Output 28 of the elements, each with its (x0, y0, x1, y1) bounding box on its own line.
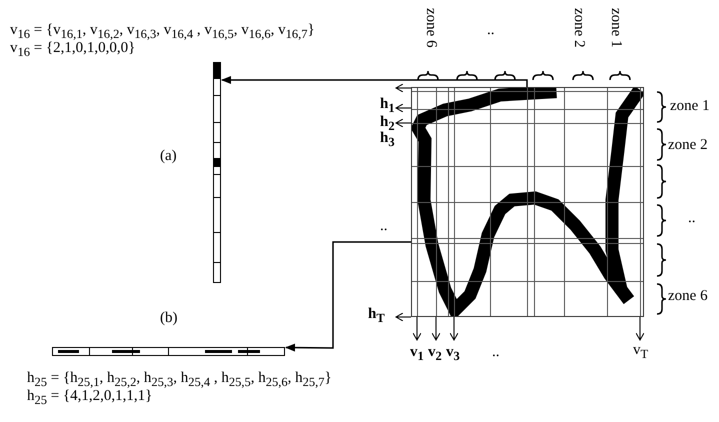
zone-label: zone 6 (668, 288, 708, 304)
feature-vector-formula: v$_{16}$ = {v$_{16,1}$, v$_{16,2}$, v$_{16,3}$, v$_{16,4}$ , v$_{16,5}$, v$_{16,6}$, v$_{16,7}$} (10, 22, 315, 42)
zone-label: zone 2 (668, 137, 708, 153)
panel-label: (b) (160, 310, 178, 326)
arrow (221, 76, 528, 87)
panel-label: (a) (160, 148, 177, 164)
column-label: v$_{1}$ (410, 344, 424, 364)
handwriting-grid-drawing (411, 87, 644, 317)
ellipsis: .. (487, 22, 494, 38)
row-label: h$_{3}$ (380, 130, 395, 150)
zone-label: zone 6 (423, 8, 439, 48)
column-label: v$_{2}$ (428, 344, 442, 364)
ellipsis: .. (492, 344, 500, 360)
feature-vector-formula: h$_{25}$ = {h$_{25,1}$, h$_{25,2}$, h$_{25,3}$, h$_{25,4}$ , h$_{25,5}$, h$_{25,6}$, h$_{25,7}$} (27, 370, 332, 390)
zone-label: zone 2 (571, 8, 587, 48)
row-label: h$_{1}$ (380, 96, 395, 116)
column-label: v$_{3}$ (446, 344, 460, 364)
zone-label: zone 1 (670, 98, 710, 114)
feature-values: v$_{16}$ = {2,1,0,1,0,0,0} (10, 40, 136, 60)
feature-strip (213, 62, 221, 283)
row-label: h$_{2}$ (380, 114, 395, 133)
row-label: h$_{T}$ (368, 306, 385, 326)
column-label: v$_{T}$ (633, 342, 648, 362)
ellipsis: .. (688, 210, 696, 226)
feature-values: h$_{25}$ = {4,1,2,0,1,1,1} (27, 388, 152, 408)
arrow (285, 241, 411, 352)
ellipsis: .. (380, 218, 388, 234)
zone-label: zone 1 (608, 8, 624, 48)
